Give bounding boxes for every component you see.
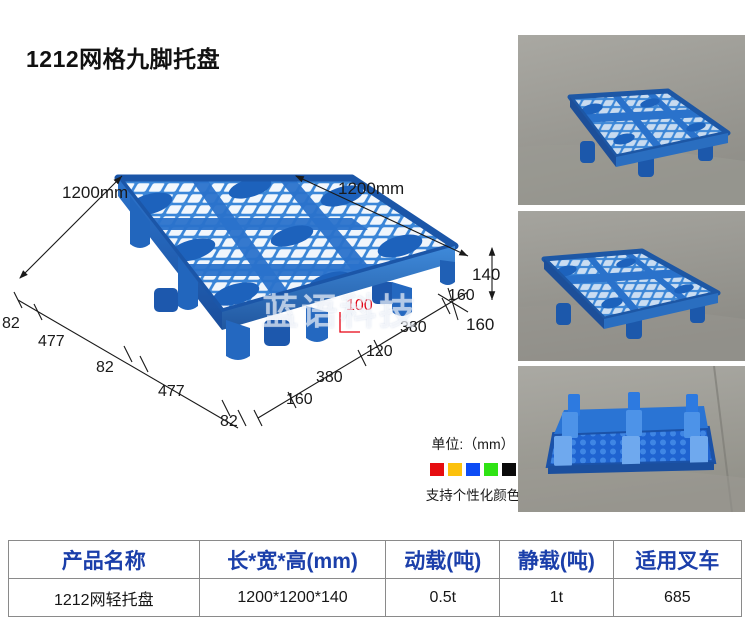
- dim-label-red-100: 100: [346, 297, 373, 314]
- table-header-product-name: 产品名称: [8, 540, 200, 579]
- table-row: 1212网轻托盘 1200*1200*140 0.5t 1t 685: [8, 578, 743, 617]
- color-swatch-blue: [466, 463, 480, 476]
- dim-label-left-2: 477: [38, 333, 65, 350]
- color-swatch-red: [430, 463, 444, 476]
- pallet-photo-angled-top: [518, 35, 745, 205]
- dim-label-right-2: 380: [316, 369, 343, 386]
- cell-dynamic-load: 0.5t: [385, 578, 501, 617]
- dim-label-left-4: 477: [158, 383, 185, 400]
- pallet-photo-front-feet: [518, 366, 745, 512]
- dim-label-left-1: 82: [2, 315, 20, 332]
- dim-label-right-4: 380: [400, 319, 427, 336]
- pallet-feet-front: [130, 196, 455, 360]
- color-customization-note: 支持个性化颜色: [425, 488, 521, 503]
- technical-drawing: 1200mm 1200mm 140 160 100: [0, 160, 500, 430]
- dim-label-right-5: 160: [448, 287, 475, 304]
- pallet-photo-angled-side: [518, 211, 745, 361]
- dim-label-right-3: 120: [366, 343, 393, 360]
- unit-color-legend: 单位:（mm） 支持个性化颜色: [408, 434, 538, 504]
- table-header-dimensions: 长*宽*高(mm): [198, 540, 387, 579]
- pallet-front-face: [222, 246, 455, 330]
- unit-label: 单位:（mm）: [431, 436, 515, 452]
- dim-chain-left: 82 477 82 477 82: [2, 291, 247, 430]
- dim-label-height: 140: [472, 265, 500, 284]
- table-header-dynamic-load: 动载(吨): [385, 540, 501, 579]
- dim-label-left-5: 82: [220, 413, 238, 430]
- table-header-forklift: 适用叉车: [612, 540, 743, 579]
- table-header-row: 产品名称 长*宽*高(mm) 动载(吨) 静载(吨) 适用叉车: [8, 540, 743, 579]
- spec-table: 产品名称 长*宽*高(mm) 动载(吨) 静载(吨) 适用叉车 1212网轻托盘…: [8, 540, 743, 617]
- cell-dimensions: 1200*1200*140: [198, 578, 387, 617]
- cell-static-load: 1t: [499, 578, 614, 617]
- color-swatch-black: [502, 463, 516, 476]
- dim-line-red-100: [339, 312, 360, 333]
- dim-line-top-right: [295, 175, 469, 257]
- dim-label-right-1: 160: [286, 391, 313, 408]
- dim-chain-right: 160 380 120 380 160: [253, 287, 475, 427]
- dim-tick-right-foot: [447, 287, 459, 321]
- dim-line-top-left: [19, 175, 123, 279]
- dim-label-top-right: 1200mm: [338, 179, 404, 198]
- pallet-feet-back: [154, 282, 396, 346]
- dim-label-top-left: 1200mm: [62, 183, 128, 202]
- color-swatch-row: [408, 463, 538, 476]
- cell-product-name: 1212网轻托盘: [8, 578, 200, 617]
- dim-label-left-3: 82: [96, 359, 114, 376]
- dim-label-right-foot: 160: [466, 315, 494, 334]
- color-swatch-green: [484, 463, 498, 476]
- page-title: 1212网格九脚托盘: [26, 46, 221, 72]
- table-header-static-load: 静载(吨): [499, 540, 614, 579]
- color-swatch-yellow: [448, 463, 462, 476]
- cell-forklift: 685: [612, 578, 743, 617]
